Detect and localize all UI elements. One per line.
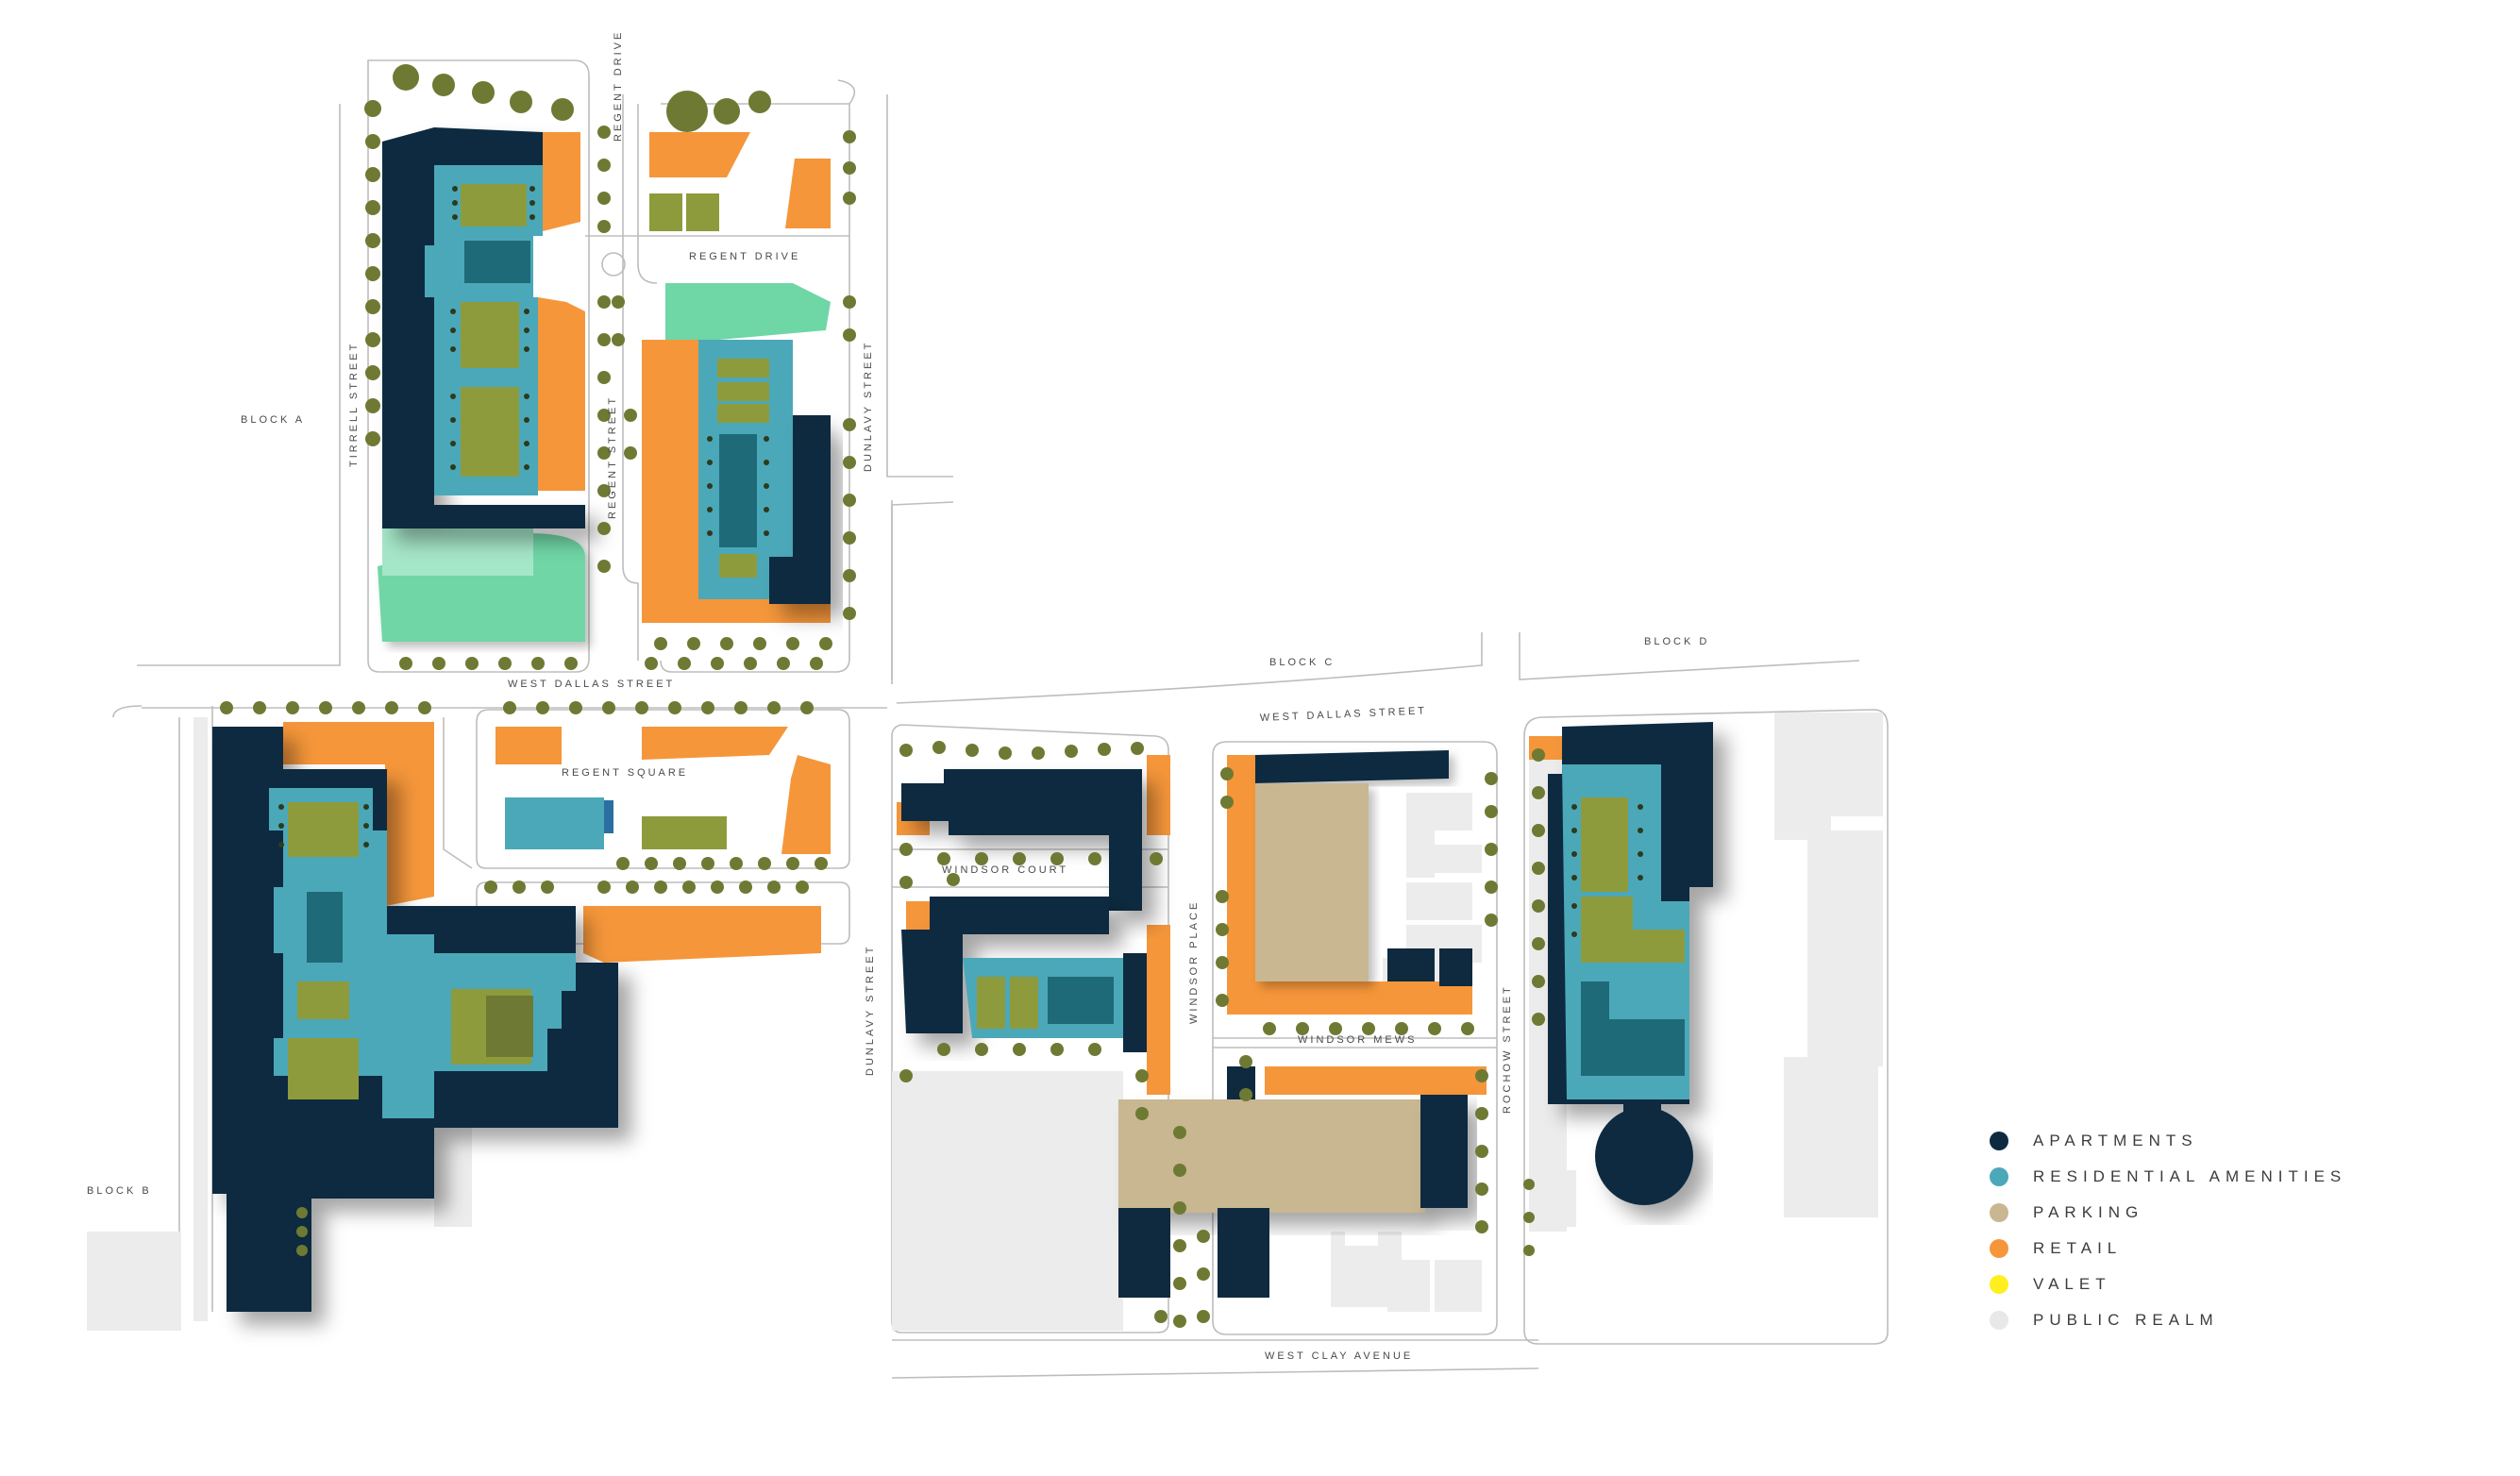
windsor-court-label: WINDSOR COURT (942, 864, 1068, 876)
legend-label: APARTMENTS (2033, 1132, 2198, 1149)
block-c-west-buildings (897, 755, 1425, 1298)
legend-label: RESIDENTIAL AMENITIES (2033, 1167, 2347, 1185)
block-d-buildings (1529, 722, 1713, 1205)
courtyard-trees (278, 186, 1643, 937)
legend-item-apartments: APARTMENTS (1990, 1123, 2346, 1159)
legend-label: RETAIL (2033, 1239, 2123, 1257)
apartments-swatch-icon (1990, 1132, 2008, 1150)
legend-item-valet: VALET (1990, 1266, 2346, 1302)
block-c-east-buildings (1227, 750, 1487, 1208)
block-a-label: BLOCK A (241, 414, 305, 426)
legend-item-residential-amenities: RESIDENTIAL AMENITIES (1990, 1159, 2346, 1195)
regent-drive-north-label: REGENT DRIVE (613, 30, 624, 142)
regent-square-label: REGENT SQUARE (562, 767, 688, 779)
legend-item-retail: RETAIL (1990, 1231, 2346, 1266)
dunlavy-street-south-label: DUNLAVY STREET (865, 945, 876, 1076)
residential-amenities-swatch-icon (1990, 1167, 2008, 1186)
rochow-street-label: ROCHOW STREET (1502, 984, 1513, 1114)
tirrell-street-label: TIRRELL STREET (348, 342, 360, 467)
legend-item-public-realm: PUBLIC REALM (1990, 1302, 2346, 1338)
dunlavy-street-north-label: DUNLAVY STREET (863, 341, 874, 472)
public-realm-areas (87, 713, 1883, 1331)
west-dallas-street-east-label: WEST DALLAS STREET (1260, 705, 1428, 724)
street-trees (220, 64, 1545, 1328)
retail-swatch-icon (1990, 1239, 2008, 1258)
block-a-buildings (378, 127, 831, 642)
valet-swatch-icon (1990, 1275, 2008, 1294)
regent-drive-label: REGENT DRIVE (689, 251, 800, 262)
regent-street-label: REGENT STREET (607, 395, 618, 519)
windsor-place-label: WINDSOR PLACE (1188, 900, 1200, 1024)
map-legend: APARTMENTS RESIDENTIAL AMENITIES PARKING… (1990, 1123, 2346, 1338)
west-clay-avenue-label: WEST CLAY AVENUE (1265, 1350, 1413, 1362)
windsor-mews-label: WINDSOR MEWS (1298, 1034, 1417, 1046)
block-b-buildings (212, 722, 831, 1312)
legend-item-parking: PARKING (1990, 1195, 2346, 1231)
legend-label: VALET (2033, 1275, 2111, 1293)
block-c-label: BLOCK C (1269, 657, 1335, 668)
legend-label: PUBLIC REALM (2033, 1311, 2219, 1329)
parking-swatch-icon (1990, 1203, 2008, 1222)
public-realm-swatch-icon (1990, 1311, 2008, 1330)
west-dallas-street-west-label: WEST DALLAS STREET (508, 679, 675, 690)
block-b-label: BLOCK B (87, 1185, 152, 1197)
block-d-label: BLOCK D (1644, 636, 1709, 647)
legend-label: PARKING (2033, 1203, 2144, 1221)
